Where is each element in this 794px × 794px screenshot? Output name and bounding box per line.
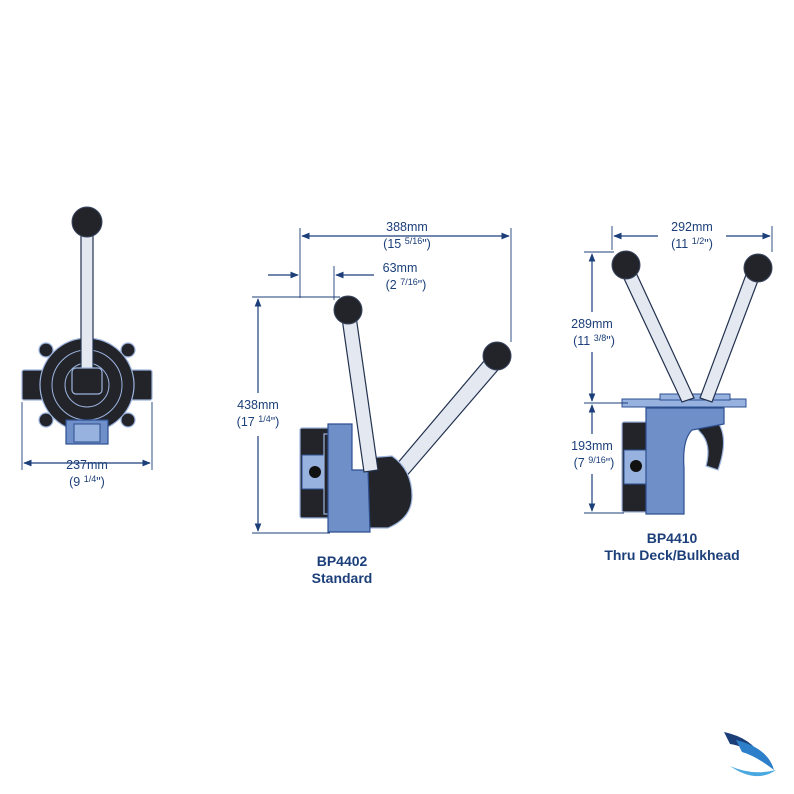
thru-deck-upper-height-mm: 289mm: [571, 317, 613, 331]
standard-pump: [299, 295, 512, 533]
front-view-width-dimension: [21, 402, 153, 470]
standard-offset-mm: 63mm: [383, 261, 418, 275]
thru-deck-pump: [611, 250, 773, 515]
standard-width-inches: (15 5/16"): [383, 236, 431, 251]
standard-height-dimension: [252, 296, 340, 534]
standard-model-name: Standard: [312, 570, 373, 586]
standard-width-mm: 388mm: [386, 220, 428, 234]
standard-offset-dimension: [268, 266, 374, 300]
standard-width-dimension: [299, 228, 512, 342]
thru-deck-width-dimension: [611, 226, 773, 252]
front-view-width-mm: 237mm: [66, 458, 108, 472]
thru-deck-lower-height-inches: (7 9/16"): [574, 455, 615, 470]
standard-offset-inches: (2 7/16"): [386, 277, 427, 292]
thru-deck-model-name: Thru Deck/Bulkhead: [604, 547, 739, 563]
thru-deck-width-mm: 292mm: [671, 220, 713, 234]
standard-height-mm: 438mm: [237, 398, 279, 412]
thru-deck-height-dimensions: [584, 251, 628, 514]
standard-height-inches: (17 1/4"): [237, 414, 280, 429]
thru-deck-lower-height-mm: 193mm: [571, 439, 613, 453]
thru-deck-width-inches: (11 1/2"): [671, 236, 713, 251]
sail-swoosh-logo-icon: [724, 732, 776, 777]
thru-deck-upper-height-inches: (11 3/8"): [573, 333, 615, 348]
front-view-pump: [21, 206, 153, 445]
thru-deck-model-code: BP4410: [647, 530, 698, 546]
front-view-width-inches: (9 1/4"): [69, 474, 105, 489]
standard-model-code: BP4402: [317, 553, 368, 569]
